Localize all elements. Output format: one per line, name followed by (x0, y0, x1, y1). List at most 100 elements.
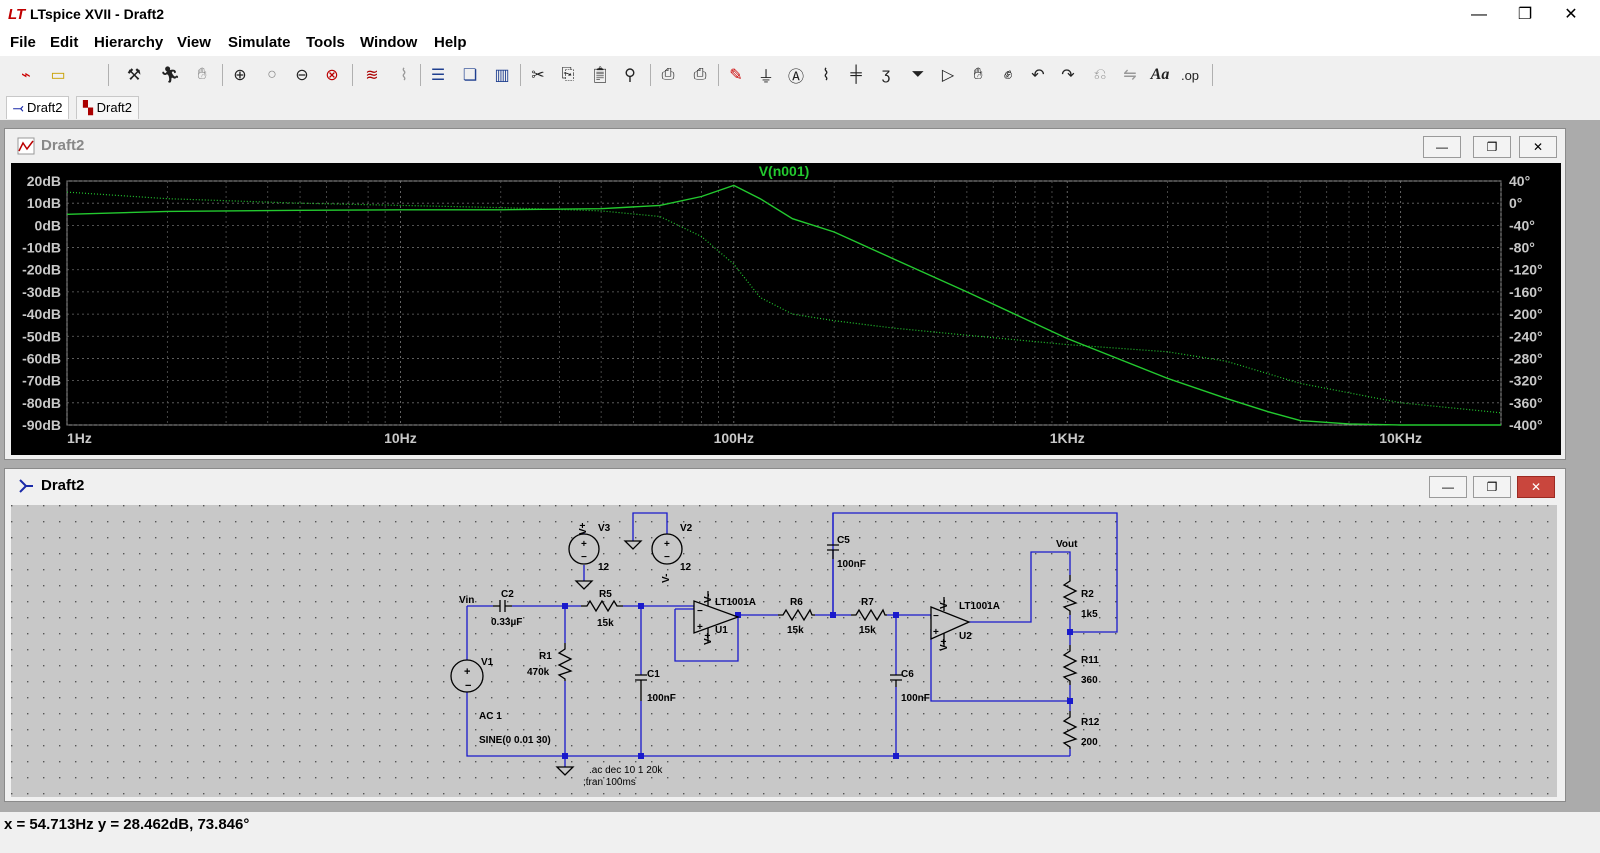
menu-help[interactable]: Help (434, 34, 467, 51)
v2-ref: V2 (680, 523, 693, 534)
inductor-icon[interactable]: ʒ (881, 66, 891, 83)
y-tick-label-left: -90dB (22, 417, 61, 433)
ac-directive[interactable]: .ac dec 10 1 20k (589, 765, 663, 776)
x-tick-label: 10Hz (384, 430, 417, 446)
tab-label: Draft2 (96, 100, 133, 115)
run-icon[interactable]: 🏃︎ (159, 67, 181, 84)
y-tick-label-right: -200° (1509, 306, 1543, 322)
minimize-button[interactable]: — (1471, 6, 1487, 23)
tran-directive[interactable]: ;tran 100ms (583, 777, 636, 788)
junction-dots (562, 603, 1073, 759)
y-tick-label-left: -20dB (22, 262, 61, 278)
tab-waveform[interactable]: ▚ Draft2 (76, 96, 140, 119)
print-icon[interactable]: ⎙ (661, 66, 675, 83)
mirror-icon[interactable]: ⇋ (1123, 67, 1137, 84)
ground-icon[interactable]: ⏚ (757, 69, 774, 86)
y-tick-label-left: -50dB (22, 328, 61, 344)
zoom-full-icon[interactable]: ⊗ (325, 67, 339, 84)
cut-icon[interactable]: ✂ (531, 67, 545, 84)
c5-symbol (827, 544, 839, 559)
move-icon[interactable]: ✋︎ (973, 66, 983, 83)
schematic-canvas[interactable]: + − + − + − − + − + Vin Vout C2 0.33µF R… (11, 505, 1557, 797)
schematic-window: Draft2 — ❐ ✕ (4, 468, 1566, 802)
waveform-maximize-button[interactable]: ❐ (1473, 136, 1511, 158)
menu-tools[interactable]: Tools (306, 34, 345, 51)
x-tick-label: 1KHz (1050, 430, 1085, 446)
control-panel-icon[interactable]: ⚒ (126, 67, 142, 84)
r1-ref: R1 (539, 651, 552, 662)
maximize-button[interactable]: ❐ (1517, 6, 1533, 23)
c6-value: 100nF (901, 693, 930, 704)
print-setup-icon[interactable]: ⎙ (693, 66, 707, 83)
waveform-tab-icon: ▚ (83, 100, 93, 115)
zoom-out-icon[interactable]: ⊖ (295, 67, 309, 84)
menu-edit[interactable]: Edit (50, 34, 79, 51)
cascade-icon[interactable]: ❏ (462, 67, 478, 84)
menu-simulate[interactable]: Simulate (228, 34, 291, 51)
schematic-close-button[interactable]: ✕ (1517, 476, 1555, 498)
vout-label: Vout (1056, 539, 1078, 550)
new-schematic-icon[interactable]: ⌁ (21, 67, 31, 84)
spice-directive-icon[interactable]: .op (1180, 67, 1200, 83)
drag-icon[interactable]: ✊︎ (1003, 66, 1013, 83)
y-tick-label-left: -10dB (22, 240, 61, 256)
waveform-close-button[interactable]: ✕ (1519, 136, 1557, 158)
y-tick-label-right: -360° (1509, 395, 1543, 411)
y-tick-label-left: -60dB (22, 350, 61, 366)
open-icon[interactable]: ▭ (50, 67, 66, 84)
menu-hierarchy[interactable]: Hierarchy (94, 34, 164, 51)
v1-ref: V1 (481, 657, 494, 668)
schematic-grid (11, 505, 1557, 797)
waveform-minimize-button[interactable]: — (1423, 136, 1461, 158)
components (450, 533, 1078, 776)
resistor-icon[interactable]: ⌇ (822, 67, 830, 84)
r5-symbol (581, 599, 623, 613)
r12-symbol (1062, 711, 1078, 749)
copy-icon[interactable]: ⎘ (561, 66, 575, 83)
component-icon[interactable]: ▷ (941, 67, 955, 84)
pan-icon[interactable]: ○ (267, 66, 277, 83)
menu-file[interactable]: File (10, 34, 36, 51)
tab-schematic[interactable]: ⤙ Draft2 (6, 96, 70, 119)
u1-ref: U1 (715, 625, 728, 636)
menu-view[interactable]: View (177, 34, 211, 51)
halt-icon[interactable]: ✋︎ (197, 66, 207, 83)
view-fft-icon[interactable]: ⌇ (400, 67, 408, 84)
plot-background (11, 163, 1561, 455)
menu-window[interactable]: Window (360, 34, 418, 51)
autorange-icon[interactable]: ≋ (365, 67, 379, 84)
c5-ref: C5 (837, 535, 850, 546)
close-button[interactable]: ✕ (1564, 6, 1578, 23)
undo-icon[interactable]: ↶ (1031, 67, 1045, 84)
ltspice-logo-icon: LT (8, 6, 26, 23)
v1-symbol (450, 659, 484, 693)
tile-horizontal-icon[interactable]: ☰ (430, 67, 446, 84)
schematic-maximize-button[interactable]: ❐ (1473, 476, 1511, 498)
c2-ref: C2 (501, 589, 514, 600)
y-tick-label-right: -40° (1509, 217, 1535, 233)
capacitor-icon[interactable]: ╪ (850, 66, 862, 83)
tile-vertical-icon[interactable]: ▥ (494, 67, 510, 84)
label-icon[interactable]: Ⓐ (787, 69, 804, 86)
rotate-icon[interactable]: ⎌ (1093, 66, 1107, 83)
text-icon[interactable]: Aa (1150, 66, 1170, 83)
u2-vplus-label: V+ (939, 638, 950, 651)
y-tick-label-right: 0° (1509, 195, 1522, 211)
paste-icon[interactable]: 📋︎ (589, 67, 611, 84)
r5-ref: R5 (599, 589, 612, 600)
diode-icon[interactable]: ⏷ (911, 66, 925, 83)
svg-text:+: + (581, 539, 587, 550)
trace-name: V(n001) (759, 163, 810, 179)
c5-value: 100nF (837, 559, 866, 570)
component-marks: + − + − + − − + − + (464, 539, 939, 692)
u2-vminus-label: V- (939, 600, 950, 609)
zoom-in-icon[interactable]: ⊕ (233, 67, 247, 84)
redo-icon[interactable]: ↷ (1061, 67, 1075, 84)
y-tick-label-right: -120° (1509, 262, 1543, 278)
r5-value: 15k (597, 618, 614, 629)
v3-plus-label: V+ (578, 522, 589, 535)
schematic-minimize-button[interactable]: — (1429, 476, 1467, 498)
find-icon[interactable]: ⚲ (624, 67, 636, 84)
wire-icon[interactable]: ✎ (729, 67, 743, 84)
